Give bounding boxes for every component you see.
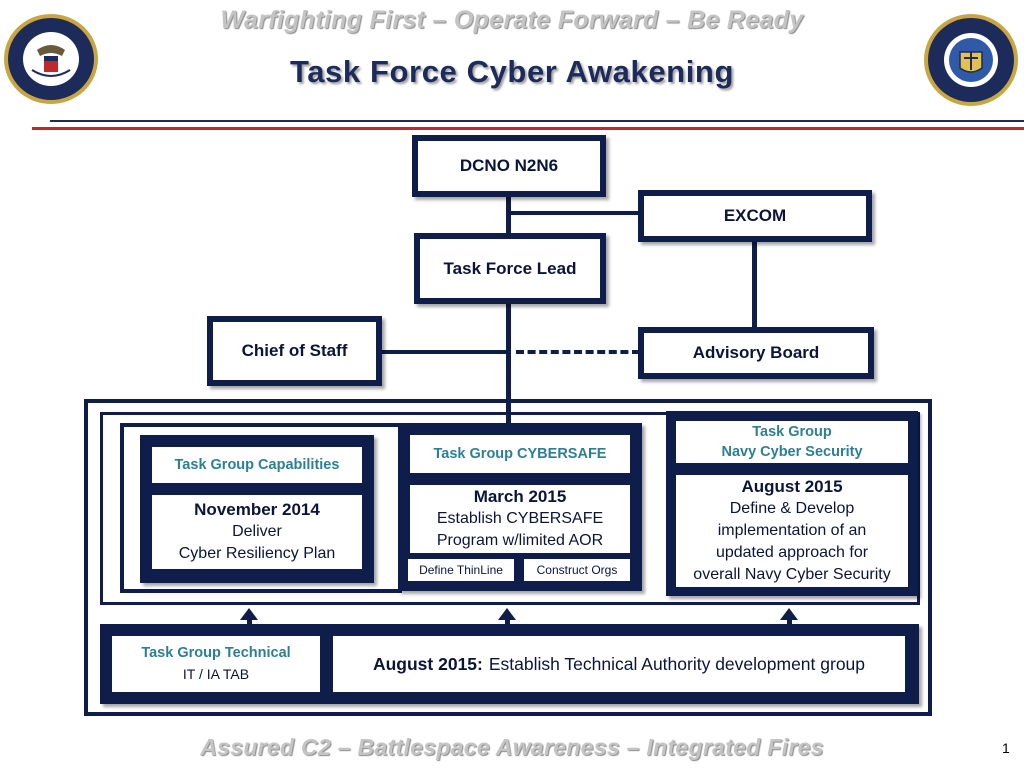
arrow-up-left <box>240 608 258 620</box>
task-force-lead-label: Task Force Lead <box>443 258 577 278</box>
navy-cyber-group: Task Group Navy Cyber Security August 20… <box>666 411 918 596</box>
technical-desc-box: August 2015: Establish Technical Authori… <box>333 636 905 692</box>
arrow-stem-center <box>505 619 510 627</box>
chief-of-staff-label: Chief of Staff <box>241 341 348 360</box>
page-number: 1 <box>1002 740 1010 756</box>
capabilities-line2: Cyber Resiliency Plan <box>178 545 336 562</box>
navy-cyber-title-line1: Task Group <box>752 424 832 440</box>
technical-title-box: Task Group Technical IT / IA TAB <box>112 636 320 692</box>
capabilities-title: Task Group Capabilities <box>152 447 362 483</box>
excom-box: EXCOM <box>638 190 872 242</box>
task-groups-outer-frame <box>84 399 932 716</box>
cybersafe-line1: Establish CYBERSAFE <box>436 510 604 527</box>
connector-to-excom <box>506 211 642 215</box>
excom-label: EXCOM <box>723 206 787 225</box>
capabilities-group: Task Group Capabilities November 2014 De… <box>140 435 374 583</box>
technical-name: Task Group Technical <box>141 645 291 661</box>
connector-dcno-lead <box>506 196 511 236</box>
header-rule-red <box>32 127 1024 130</box>
technical-date: August 2015: <box>372 653 483 674</box>
dcno-box: DCNO N2N6 <box>412 135 606 197</box>
navy-cyber-body: August 2015 Define & Develop implementat… <box>676 475 908 587</box>
arrow-up-right <box>780 608 798 620</box>
arrow-stem-right <box>787 619 792 627</box>
cno-seal-icon <box>2 12 100 106</box>
advisory-board-box: Advisory Board <box>638 327 874 379</box>
advisory-board-label: Advisory Board <box>692 343 820 362</box>
dashed-connector-advisory <box>516 350 640 354</box>
define-thinline-box: Define ThinLine <box>408 559 514 581</box>
header-tagline: Warfighting First – Operate Forward – Be… <box>220 6 804 34</box>
technical-sub: IT / IA TAB <box>182 666 250 682</box>
chief-of-staff-box: Chief of Staff <box>207 316 382 386</box>
navy-cyber-line4: overall Navy Cyber Security <box>693 566 891 583</box>
navy-cyber-line3: updated approach for <box>715 544 869 561</box>
cybersafe-group: Task Group CYBERSAFE March 2015 Establis… <box>398 423 642 591</box>
technical-group: Task Group Technical IT / IA TAB August … <box>100 624 919 704</box>
navy-information-dominance-seal-icon <box>922 12 1020 108</box>
navy-cyber-date: August 2015 <box>741 477 843 496</box>
capabilities-date: November 2014 <box>194 500 320 519</box>
connector-chief <box>380 350 508 354</box>
arrow-up-center <box>498 608 516 620</box>
construct-orgs-box: Construct Orgs <box>524 559 630 581</box>
arrow-stem-left <box>247 619 252 627</box>
cybersafe-date: March 2015 <box>473 487 567 506</box>
technical-desc: Establish Technical Authority developmen… <box>488 653 866 674</box>
connector-excom-advisory <box>752 238 757 330</box>
task-force-lead-box: Task Force Lead <box>414 233 606 304</box>
navy-cyber-title-line2: Navy Cyber Security <box>721 444 863 460</box>
dcno-label: DCNO N2N6 <box>459 156 559 175</box>
navy-cyber-title: Task Group Navy Cyber Security <box>676 421 908 463</box>
connector-lead-down <box>506 302 511 424</box>
navy-cyber-line1: Define & Develop <box>729 500 855 517</box>
navy-cyber-line2: implementation of an <box>717 522 867 539</box>
cybersafe-title: Task Group CYBERSAFE <box>410 435 630 473</box>
capabilities-body: November 2014 Deliver Cyber Resiliency P… <box>152 495 362 569</box>
capabilities-line1: Deliver <box>232 523 282 540</box>
page-title: Task Force Cyber Awakening <box>289 54 734 89</box>
cybersafe-body: March 2015 Establish CYBERSAFE Program w… <box>410 485 630 553</box>
task-groups-inner-frame <box>100 412 920 605</box>
cybersafe-line2: Program w/limited AOR <box>436 532 604 549</box>
footer-tagline: Assured C2 – Battlespace Awareness – Int… <box>200 734 824 760</box>
header-rule-blue <box>50 120 1024 122</box>
